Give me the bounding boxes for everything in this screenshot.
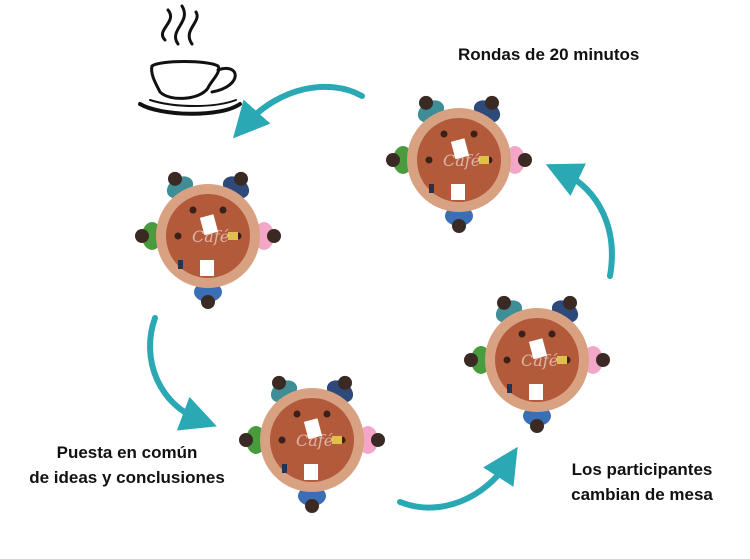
rounds-label: Rondas de 20 minutos bbox=[458, 42, 639, 67]
table-watermark: Café bbox=[521, 351, 558, 370]
table-icon: Café bbox=[239, 375, 385, 513]
coffee-cup-icon bbox=[138, 4, 242, 116]
table-watermark: Café bbox=[296, 431, 333, 450]
move-text-line1: Los participantes bbox=[571, 460, 713, 479]
share-label: Puesta en común de ideas y conclusiones bbox=[12, 440, 242, 490]
arrow-down-left bbox=[147, 315, 217, 431]
table-watermark: Café bbox=[443, 151, 480, 170]
move-text-line2: cambian de mesa bbox=[571, 485, 713, 504]
arrow-to-coffee bbox=[232, 83, 365, 139]
table-watermark: Café bbox=[192, 227, 229, 246]
table-icon: Café bbox=[386, 95, 532, 233]
arrow-bottom-right bbox=[397, 446, 518, 511]
share-text-line1: Puesta en común bbox=[56, 443, 198, 462]
table-icon: Café bbox=[135, 171, 281, 309]
arrow-up-right bbox=[545, 163, 615, 279]
rounds-text: Rondas de 20 minutos bbox=[458, 45, 640, 64]
table-icon: Café bbox=[464, 295, 610, 433]
move-label: Los participantes cambian de mesa bbox=[552, 457, 732, 507]
share-text-line2: de ideas y conclusiones bbox=[29, 468, 225, 487]
